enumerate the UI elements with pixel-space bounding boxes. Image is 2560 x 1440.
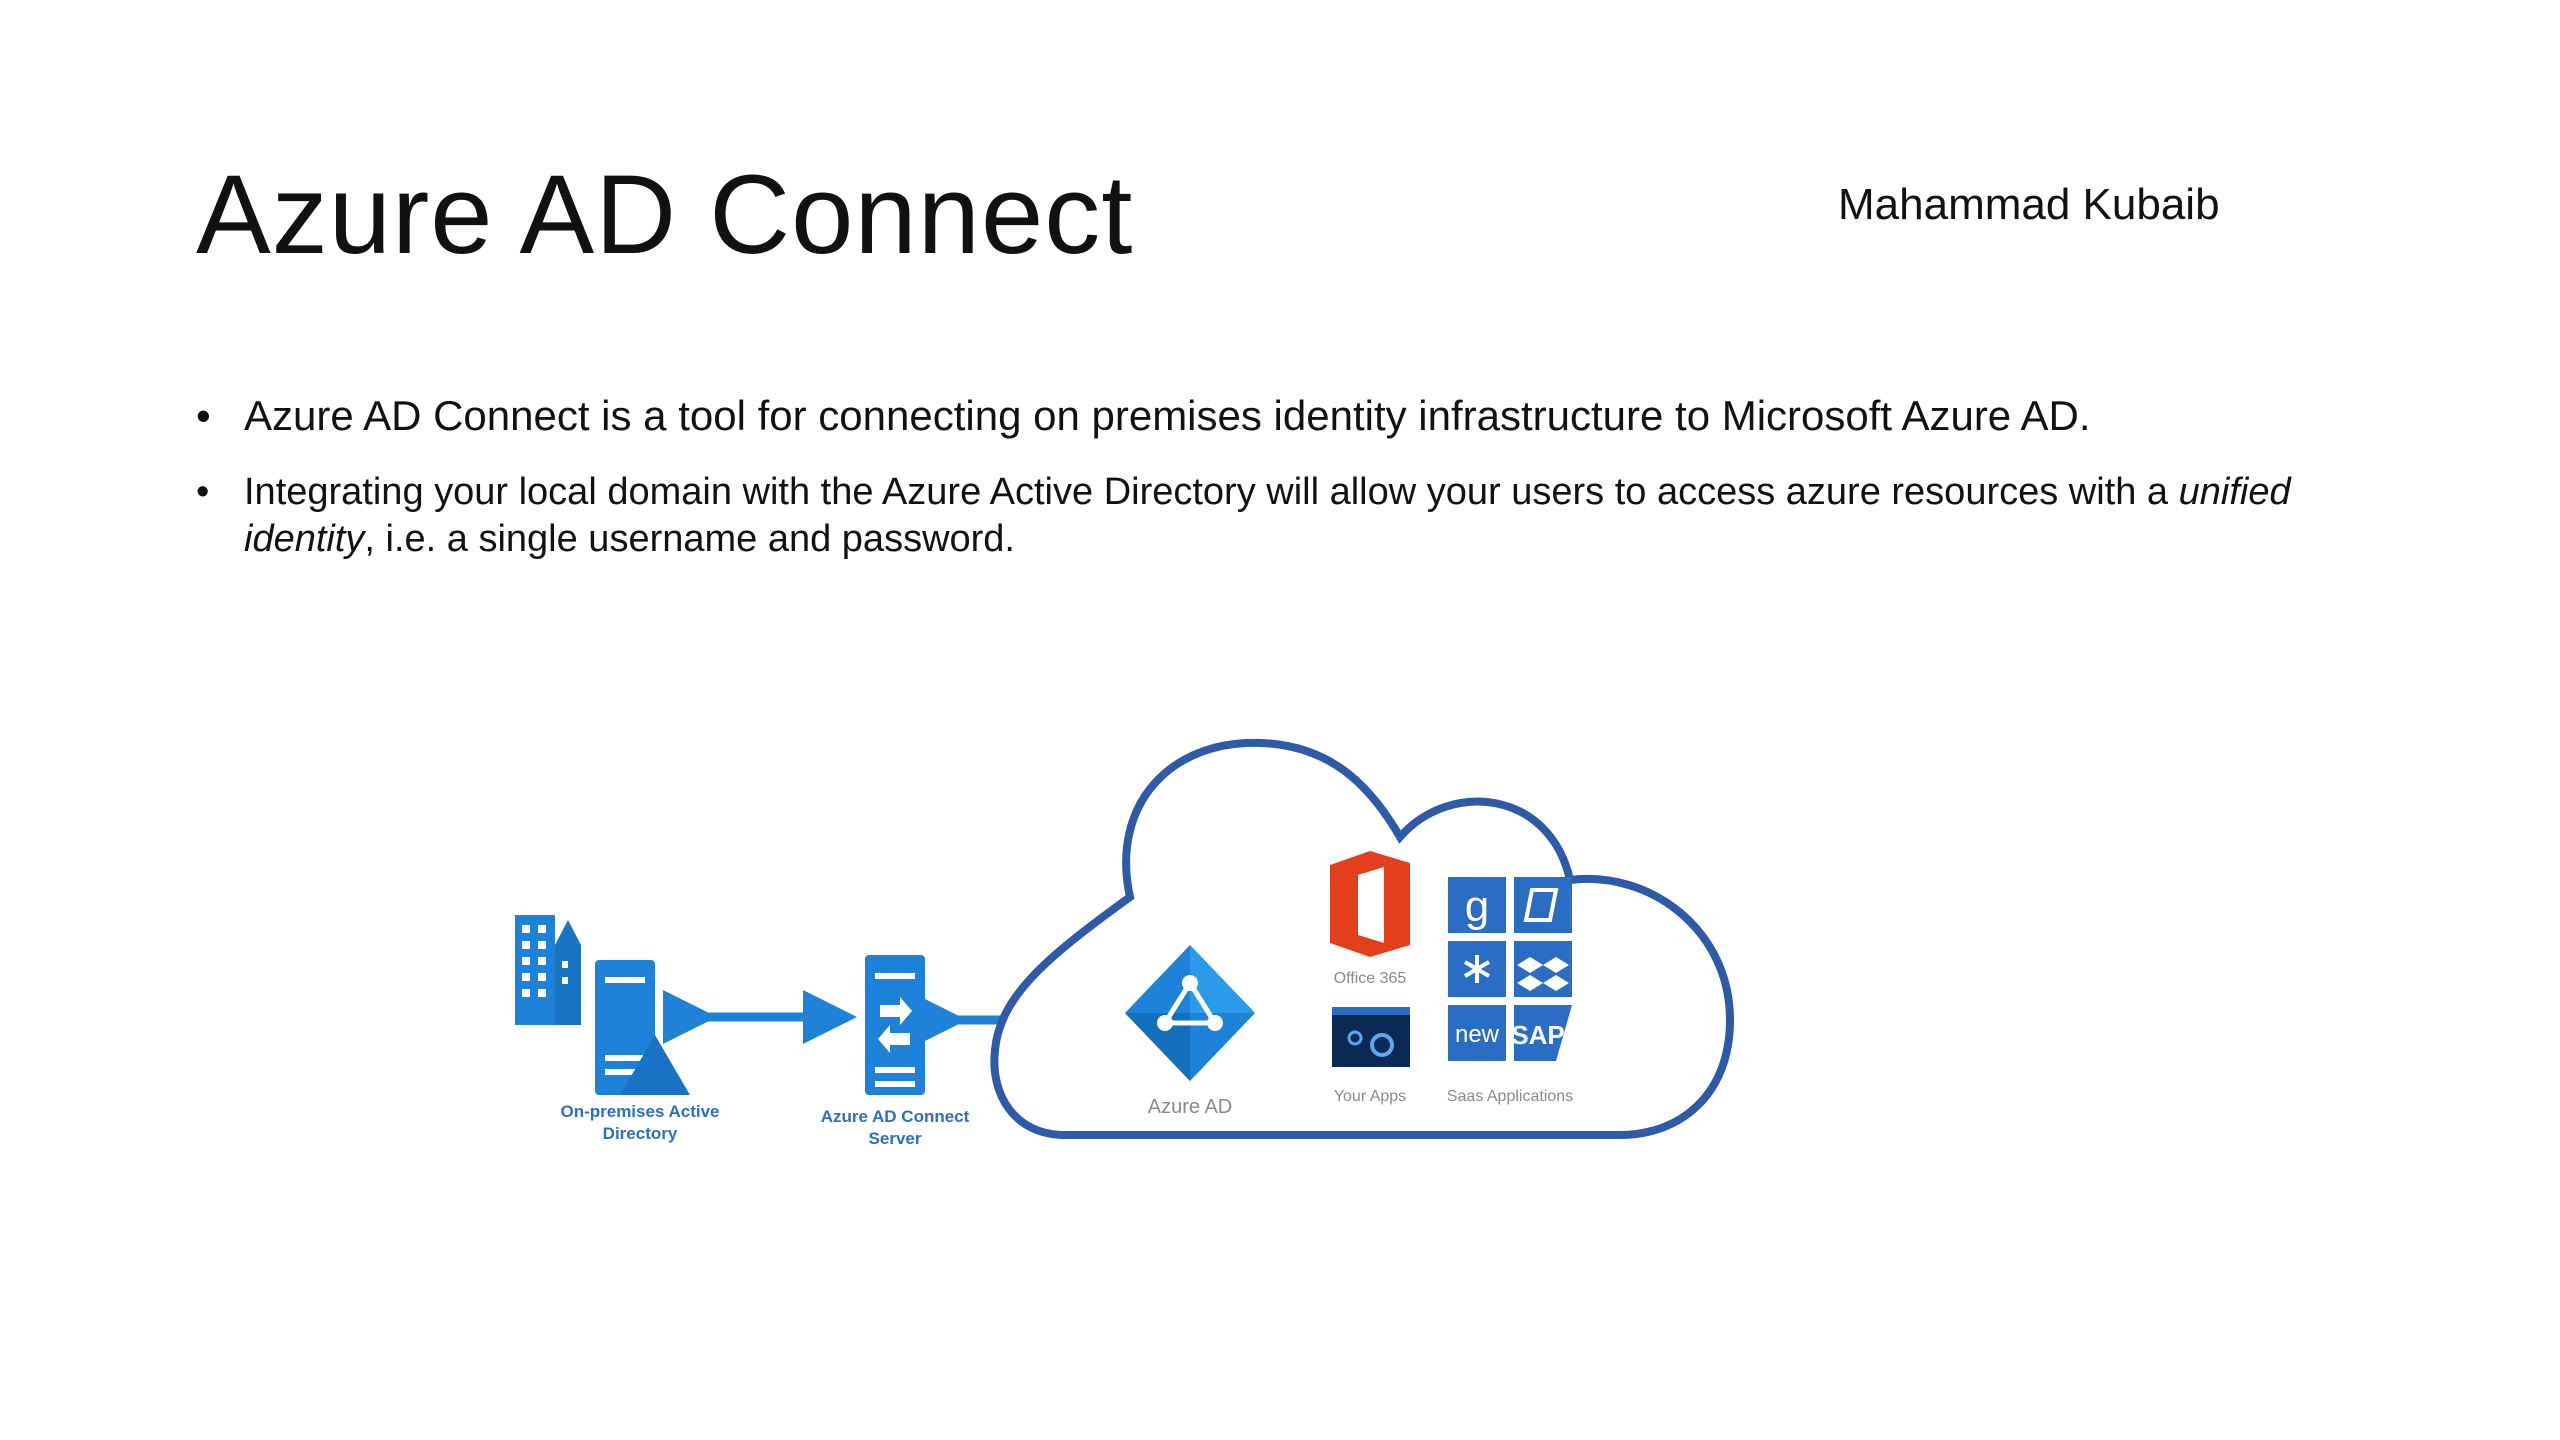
your-apps-icon: [1332, 1007, 1410, 1067]
saas-tile-icons: g new SAP: [1448, 877, 1572, 1061]
slide-title: Azure AD Connect: [196, 152, 1134, 277]
tile-sap: SAP: [1511, 1020, 1564, 1050]
architecture-svg: Azure AD Office 365 Your Apps: [515, 738, 1735, 1148]
tile-dropbox-icon: [1517, 957, 1569, 991]
bullet-item: • Integrating your local domain with the…: [196, 469, 2426, 564]
bullet-list: • Azure AD Connect is a tool for connect…: [196, 390, 2426, 590]
connect-server-icon: [865, 955, 925, 1095]
azure-ad-label: Azure AD: [1148, 1096, 1232, 1118]
bullet-text-tail: , i.e. a single username and password.: [364, 518, 1015, 560]
bullet-text: Integrating your local domain with the A…: [244, 470, 2179, 513]
slide-author: Mahammad Kubaib: [1838, 180, 2220, 229]
office-365-label: Office 365: [1334, 970, 1407, 987]
bullet-emphasis: unified identity: [244, 470, 2291, 561]
server-icon: [595, 960, 690, 1095]
your-apps-label: Your Apps: [1334, 1088, 1406, 1105]
connect-label-line1: Azure AD Connect: [821, 1107, 970, 1126]
bullet-dot: •: [196, 470, 210, 513]
architecture-diagram: Azure AD Office 365 Your Apps: [470, 715, 1790, 1165]
bullet-text: Azure AD Connect is a tool for connectin…: [244, 392, 2091, 439]
tile-new: new: [1455, 1021, 1500, 1048]
onprem-label-line1: On-premises Active: [560, 1102, 719, 1121]
tile-google: g: [1465, 882, 1489, 931]
bullet-dot: •: [196, 392, 211, 439]
tile-s-icon: [1523, 888, 1559, 922]
office-365-icon: [1330, 851, 1410, 957]
azure-ad-icon: [1125, 945, 1255, 1081]
bullet-item: • Azure AD Connect is a tool for connect…: [196, 390, 2426, 443]
onprem-label-line2: Directory: [603, 1124, 678, 1143]
tile-snowflake-icon: [1463, 955, 1491, 983]
saas-label: Saas Applications: [1447, 1088, 1573, 1105]
connect-label-line2: Server: [869, 1129, 922, 1148]
building-icon: [515, 915, 581, 1025]
